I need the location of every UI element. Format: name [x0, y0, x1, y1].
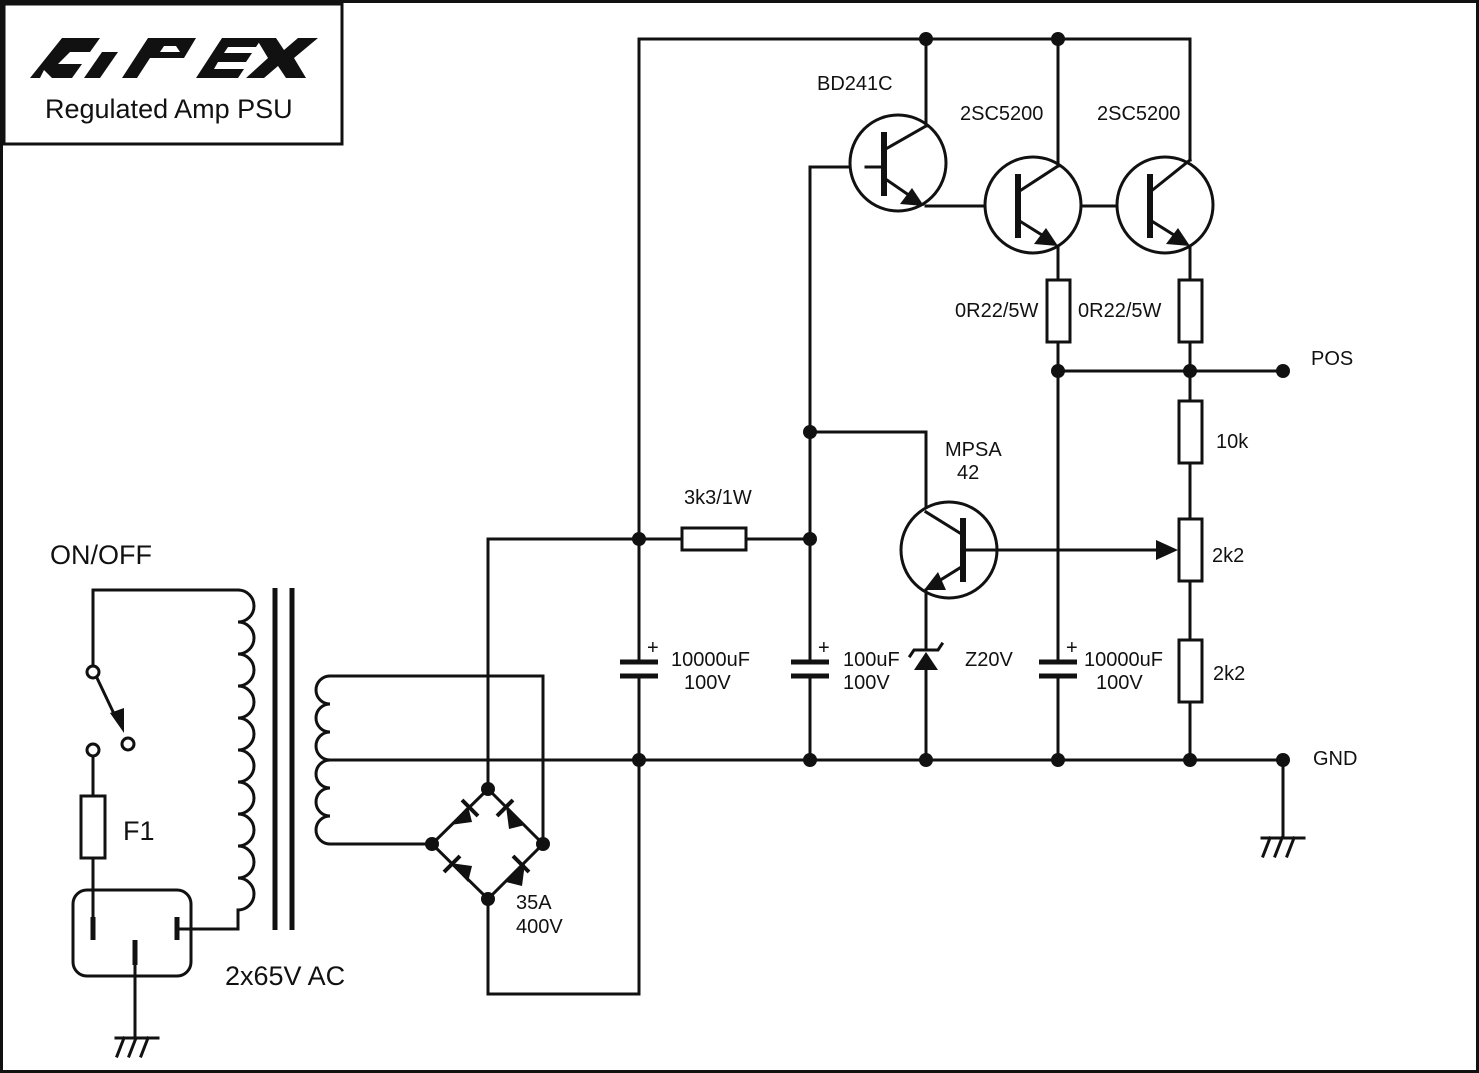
c3-plus: + [1066, 637, 1078, 659]
title-block: Regulated Amp PSU [2, 2, 344, 146]
r2k2-label: 2k2 [1213, 663, 1245, 685]
q-driver-label: BD241C [817, 73, 893, 95]
resistor-emitter-1 [1045, 278, 1072, 344]
c2-plus: + [818, 637, 830, 659]
transistor-2sc5200-2 [1115, 155, 1215, 255]
c3-value: 10000uF [1084, 649, 1163, 671]
capacitor-c2 [791, 537, 829, 762]
transformer-secondary [314, 674, 332, 846]
switch-label: ON/OFF [50, 540, 152, 570]
pos-terminal [1276, 364, 1290, 378]
q-error-label-1: MPSA [945, 439, 1002, 461]
transformer-label: 2x65V AC [225, 961, 345, 991]
mains-inlet [71, 888, 193, 978]
r3k3-label: 3k3/1W [684, 487, 752, 509]
bridge-rectifier [425, 782, 550, 906]
capacitor-c1 [620, 537, 658, 762]
transformer-primary [236, 588, 256, 912]
fuse-label: F1 [123, 816, 155, 846]
q-out1-label: 2SC5200 [960, 103, 1043, 125]
zener-diode [907, 641, 945, 670]
bridge-voltage-label: 400V [516, 916, 563, 938]
fuse-f1 [79, 794, 107, 860]
resistor-10k [1177, 399, 1204, 465]
capacitor-c3 [1039, 369, 1077, 762]
transistor-2sc5200-1 [983, 155, 1083, 255]
r-emitter1-label: 0R22/5W [955, 300, 1038, 322]
r10k-label: 10k [1216, 431, 1249, 453]
pot-label: 2k2 [1212, 545, 1244, 567]
c1-value: 10000uF [671, 649, 750, 671]
resistor-2k2 [1177, 638, 1204, 704]
q-out2-label: 2SC5200 [1097, 103, 1180, 125]
apex-logo [30, 38, 318, 78]
c1-plus: + [647, 637, 659, 659]
c2-value: 100uF [843, 649, 900, 671]
transistor-bd241c [848, 113, 948, 213]
bridge-current-label: 35A [516, 892, 552, 914]
r-emitter2-label: 0R22/5W [1078, 300, 1161, 322]
potentiometer-2k2 [1177, 517, 1204, 583]
pos-label: POS [1311, 348, 1353, 370]
c3-voltage: 100V [1096, 672, 1143, 694]
title-subtitle: Regulated Amp PSU [45, 94, 293, 124]
resistor-3k3 [680, 526, 748, 552]
resistor-emitter-2 [1177, 278, 1204, 344]
gnd-label: GND [1313, 748, 1357, 770]
on-off-switch [85, 664, 136, 758]
c2-voltage: 100V [843, 672, 890, 694]
transistor-mpsa42 [899, 500, 1178, 600]
chassis-ground-icon [1260, 836, 1306, 858]
earth-ground-icon [114, 1036, 160, 1058]
c1-voltage: 100V [684, 672, 731, 694]
zener-label: Z20V [965, 649, 1013, 671]
q-error-label-2: 42 [957, 462, 979, 484]
